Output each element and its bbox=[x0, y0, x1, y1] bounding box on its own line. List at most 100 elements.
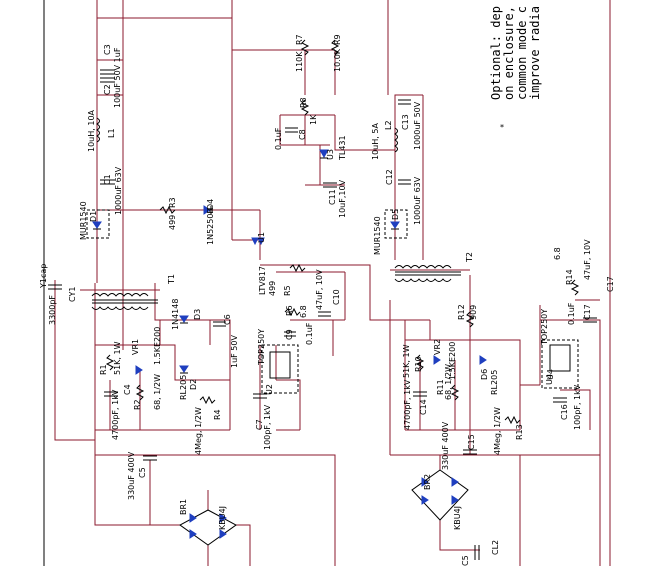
label-c9v: 0.1uF bbox=[305, 322, 314, 345]
label-l1: L1 bbox=[107, 128, 116, 138]
capacitor-c8 bbox=[285, 127, 298, 133]
label-r1v: 51K, 1W bbox=[113, 341, 122, 375]
label-c6: C6 bbox=[223, 314, 232, 325]
label-r5: R5 bbox=[283, 285, 292, 296]
label-r9v: 10.0K bbox=[333, 48, 342, 72]
label-br2: BR2 bbox=[423, 474, 432, 490]
label-u4v: TOP250Y bbox=[540, 309, 549, 346]
heatsink-u2 bbox=[261, 344, 299, 394]
label-c16top: 0.1uF bbox=[567, 302, 576, 325]
label-u4b: U4 bbox=[545, 374, 554, 385]
bridge-rectifier-br1 bbox=[179, 509, 237, 546]
label-r6v: 6.8 bbox=[299, 305, 308, 318]
capacitor-c7 bbox=[253, 393, 267, 399]
label-r12: R12 bbox=[457, 304, 466, 320]
transformer-t2 bbox=[394, 265, 461, 282]
label-l2v: 10uH, 5A bbox=[371, 123, 380, 160]
note-line-3: common mode c bbox=[515, 6, 529, 100]
label-c12: C12 bbox=[385, 169, 394, 185]
label-r8v: 1K bbox=[309, 114, 318, 125]
transformer-t1 bbox=[91, 293, 158, 310]
capacitor-c1 bbox=[100, 179, 115, 185]
label-r4v: 4Meg, 1/2W bbox=[194, 407, 203, 455]
resistor-r5 bbox=[289, 263, 306, 273]
label-r10v: 51K, 1W bbox=[402, 344, 411, 378]
label-c5v: 330uF 400V bbox=[127, 451, 136, 500]
label-c10: C10 bbox=[332, 289, 341, 305]
label-t2: T2 bbox=[465, 252, 474, 263]
label-c1: C1 bbox=[103, 174, 112, 185]
label-u3v: TL431 bbox=[338, 135, 347, 161]
label-c2v: 100uF 50V 1uF bbox=[113, 47, 122, 108]
label-r14v: 6.8 bbox=[553, 247, 562, 260]
resistor-r4 bbox=[199, 395, 216, 405]
resistor-r13 bbox=[504, 415, 521, 425]
capacitor-c13 bbox=[398, 99, 411, 105]
label-c12v: 1000uF 63V bbox=[413, 176, 422, 225]
label-r8: R8 bbox=[299, 97, 308, 108]
label-r7v: 110K bbox=[295, 51, 304, 72]
resistor-r1 bbox=[105, 354, 115, 371]
note-line-2: on enclosure, bbox=[502, 6, 516, 100]
label-c14: C14 bbox=[419, 399, 428, 415]
diode-u1-b bbox=[257, 237, 265, 246]
capacitor-c6 bbox=[213, 321, 226, 327]
label-r5v: 499 bbox=[268, 281, 277, 296]
label-l2: L2 bbox=[384, 120, 393, 130]
label-r2v: 68, 1/2W bbox=[153, 374, 162, 410]
ic-u2 bbox=[269, 351, 291, 379]
resistor-r10 bbox=[415, 354, 425, 371]
label-l1v: 10uH, 10A bbox=[87, 109, 96, 152]
asterisk-mark: * bbox=[500, 123, 504, 132]
label-r3v: 499 bbox=[168, 215, 177, 230]
label-c11: C11 bbox=[328, 189, 337, 205]
label-br2v: KBU4J bbox=[453, 506, 462, 530]
label-t1: T1 bbox=[167, 274, 176, 285]
capacitor-c2 bbox=[100, 77, 115, 83]
label-c8v: 0.1uF bbox=[274, 127, 283, 150]
capacitor-c9 bbox=[284, 331, 296, 337]
label-r1: R1 bbox=[99, 364, 108, 375]
diode-d3 bbox=[179, 315, 189, 323]
inductor-l1 bbox=[96, 117, 100, 143]
diode-d4 bbox=[203, 205, 211, 215]
label-u4: U4 bbox=[546, 369, 555, 380]
note-line-1: Optional: dep bbox=[489, 6, 503, 100]
label-r13: R13 bbox=[515, 424, 524, 440]
label-c4v: 4700pF, 1kV bbox=[111, 389, 120, 440]
capacitor-c12 bbox=[398, 179, 411, 185]
label-c9: C9 bbox=[285, 329, 294, 340]
label-u1: U1 bbox=[257, 232, 266, 243]
label-ycap: Y1cap bbox=[39, 264, 48, 289]
diode-d6 bbox=[479, 355, 487, 365]
label-r3: R3 bbox=[168, 197, 177, 208]
label-vr2: VR2 bbox=[433, 339, 442, 355]
label-vr1: VR1 bbox=[131, 339, 140, 355]
resistor-r8 bbox=[300, 99, 310, 116]
label-r12v: 909 bbox=[469, 305, 478, 320]
label-vr1v: 1.5KE200 bbox=[153, 327, 162, 365]
capacitor-c15 bbox=[463, 449, 477, 455]
capacitor-c3 bbox=[100, 69, 115, 75]
label-d5v: MUR1540 bbox=[373, 216, 382, 255]
label-d2: D2 bbox=[189, 379, 198, 390]
label-cy1v: 3300pF bbox=[48, 295, 57, 325]
inductor-l2 bbox=[394, 127, 398, 153]
capacitor-c16 bbox=[553, 397, 567, 403]
label-d1v: MUR1540 bbox=[79, 201, 88, 240]
label-c16v: 100pF, 1kV bbox=[573, 384, 582, 430]
label-cl2: CL2 bbox=[491, 540, 500, 555]
label-d3v: 1N4148 bbox=[171, 299, 180, 330]
diode-d2 bbox=[179, 365, 189, 373]
label-c15: C15 bbox=[467, 434, 476, 450]
resistor-r3 bbox=[159, 205, 176, 215]
diode-vr1 bbox=[135, 365, 143, 375]
label-d3: D3 bbox=[193, 309, 202, 320]
capacitor-cy1 bbox=[48, 284, 62, 290]
capacitor-cl2 bbox=[474, 545, 480, 560]
resistor-r9 bbox=[330, 39, 340, 56]
label-br1v: KBU4J bbox=[218, 506, 227, 530]
label-c15v: 330uF 400V bbox=[441, 421, 450, 470]
heatsink-d5 bbox=[384, 209, 408, 239]
